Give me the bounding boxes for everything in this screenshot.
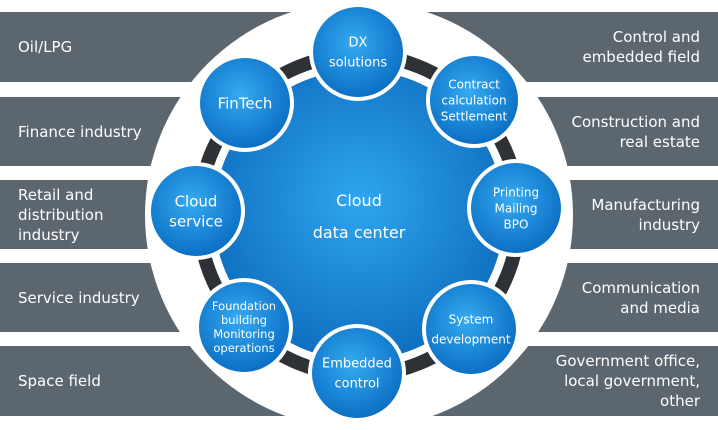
service-node	[151, 166, 241, 256]
industry-label: Government office, local government, oth…	[555, 352, 700, 410]
industry-label: Service industry	[18, 288, 140, 307]
service-node	[426, 284, 516, 374]
industry-label: Oil/LPG	[18, 38, 73, 56]
industry-label: Finance industry	[18, 122, 142, 141]
service-node	[312, 328, 402, 418]
industry-label: Construction and real estate	[571, 112, 701, 151]
industry-label: Retail and distribution industry	[18, 185, 104, 244]
industry-label: Communication and media	[581, 278, 700, 317]
service-node	[200, 58, 290, 148]
industry-label: Control and embedded field	[582, 28, 700, 66]
industry-label: Manufacturing industry	[591, 195, 700, 234]
service-node	[471, 163, 561, 253]
center-circle	[214, 70, 504, 360]
service-node	[430, 56, 518, 144]
service-node	[199, 282, 289, 372]
industry-bar-right-5: Government office, local government, oth…	[418, 346, 718, 416]
industry-label: Space field	[18, 372, 101, 390]
service-node	[313, 7, 403, 97]
service-node-label: FinTech	[218, 94, 273, 112]
